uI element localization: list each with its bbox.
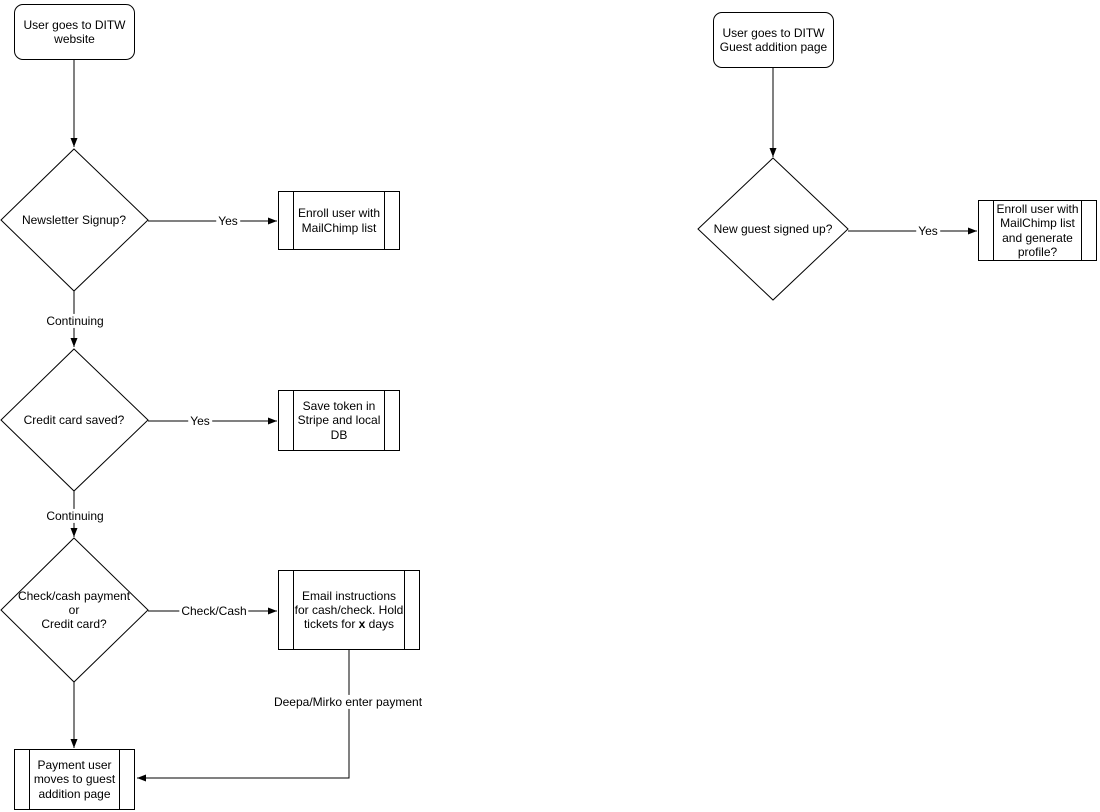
decision-new-guest-signed-up [697, 157, 849, 301]
edge-label-credit-yes: Yes [188, 413, 212, 429]
edge-label-deepa-mirko: Deepa/Mirko enter payment [271, 694, 425, 710]
decision-newsletter-label: Newsletter Signup? [21, 212, 127, 227]
process-enroll-mailchimp-label: Enroll user with MailChimp list [297, 206, 381, 235]
process-payment-user-moves: Payment user moves to guest addition pag… [14, 749, 135, 810]
start-node-guest-page: User goes to DITW Guest addition page [713, 12, 834, 68]
process-enroll-generate-profile: Enroll user with MailChimp list and gene… [978, 200, 1097, 261]
email-instructions-bold-x: x [358, 617, 366, 632]
edge-email-to-payment-page [137, 650, 350, 782]
process-enroll-generate-profile-label: Enroll user with MailChimp list and gene… [996, 202, 1079, 259]
edge-label-guest-yes: Yes [916, 223, 940, 239]
process-payment-user-moves-label: Payment user moves to guest addition pag… [33, 758, 116, 801]
process-save-token-inner: Save token in Stripe and local DB [293, 391, 385, 450]
process-save-token: Save token in Stripe and local DB [278, 390, 400, 451]
email-instructions-prefix: Email instructions for cash/check. Hold … [294, 588, 404, 632]
process-email-instructions-label: Email instructions for cash/check. Hold … [295, 589, 404, 631]
start-node-website-label: User goes to DITW website [23, 17, 126, 46]
edge-label-check-cash: Check/Cash [179, 603, 249, 619]
process-payment-user-moves-inner: Payment user moves to guest addition pag… [29, 750, 120, 809]
process-save-token-label: Save token in Stripe and local DB [297, 399, 381, 442]
decision-credit-label: Credit card saved? [23, 412, 125, 427]
process-email-instructions-inner: Email instructions for cash/check. Hold … [293, 571, 405, 649]
edge-label-newsletter-yes: Yes [216, 213, 240, 229]
decision-payment-label: Check/cash payment or Credit card? [17, 588, 131, 632]
decision-new-guest-label: New guest signed up? [713, 221, 833, 236]
process-enroll-mailchimp-inner: Enroll user with MailChimp list [293, 192, 385, 249]
process-email-instructions: Email instructions for cash/check. Hold … [278, 570, 420, 650]
start-node-website: User goes to DITW website [14, 4, 135, 60]
start-node-guest-page-label: User goes to DITW Guest addition page [719, 25, 828, 54]
email-instructions-suffix: days [365, 617, 395, 632]
edge-label-continuing-1: Continuing [44, 313, 106, 329]
edge-label-continuing-2: Continuing [44, 508, 106, 524]
process-enroll-generate-profile-inner: Enroll user with MailChimp list and gene… [993, 201, 1082, 260]
process-enroll-mailchimp: Enroll user with MailChimp list [278, 191, 400, 250]
